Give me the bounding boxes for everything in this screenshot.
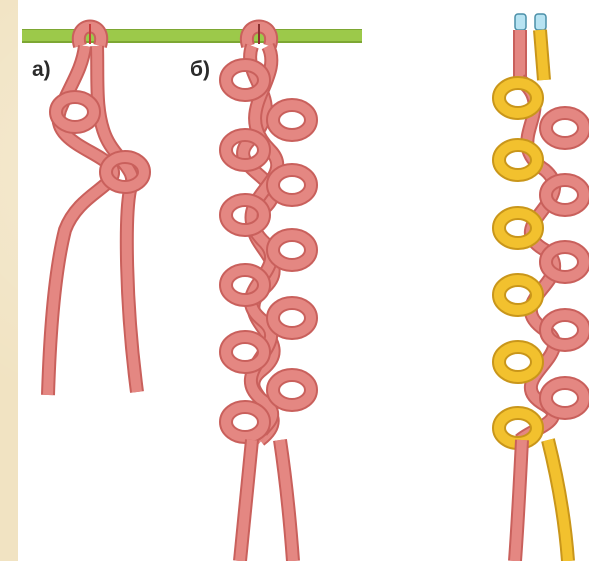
label-a: а)	[32, 58, 51, 82]
diagram-c-tails	[515, 440, 568, 561]
diagram-b-tails	[240, 440, 293, 561]
diagram-c-braid	[499, 80, 584, 443]
diagram-a	[48, 24, 144, 395]
bead-clips	[515, 14, 546, 30]
diagram-b-mount-knot	[247, 24, 271, 46]
diagram-c	[499, 14, 584, 561]
diagram-c-cords-top	[520, 30, 544, 80]
diagram-a-mount-knot	[79, 24, 101, 46]
label-b: б)	[190, 58, 210, 82]
diagram-b-braid	[226, 46, 311, 440]
diagram-b-loop-left-1	[226, 65, 264, 95]
diagram-a-loop-upper	[56, 97, 94, 127]
diagram-b	[226, 24, 311, 561]
